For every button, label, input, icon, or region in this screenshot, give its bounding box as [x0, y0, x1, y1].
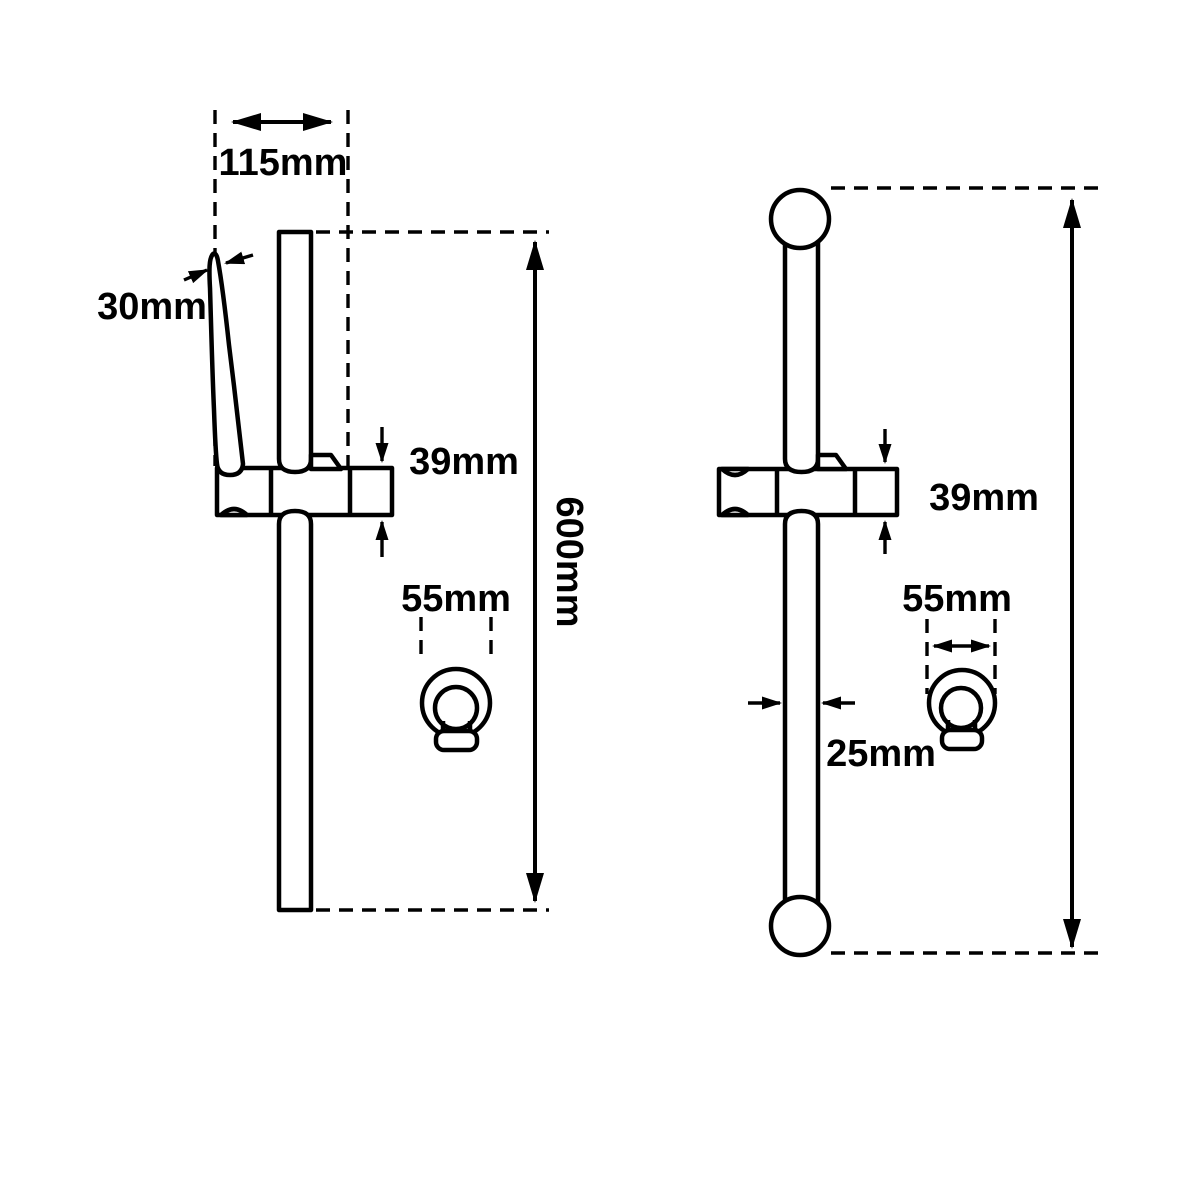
rail-upper-segment-front	[782, 211, 821, 475]
label-slider-height-side: 39mm	[409, 441, 519, 483]
label-hook-thickness: 30mm	[97, 286, 207, 328]
holder-grip-bump	[218, 506, 250, 518]
dimension-arrow-30-right	[224, 251, 254, 265]
wall-bracket-icon-front	[926, 667, 998, 752]
clamp-lever-front	[815, 452, 849, 472]
label-slider-height-front: 39mm	[929, 477, 1039, 519]
slider-holder-block-front	[716, 466, 900, 518]
bracket-base-front	[939, 727, 985, 752]
dimension-arrow-30-left	[183, 268, 209, 284]
bracket-base	[433, 728, 480, 753]
handset-hook	[207, 251, 246, 478]
rail-lower-segment-front	[782, 508, 821, 906]
rail-lower-segment	[276, 508, 314, 913]
side-view: 115mm 30mm 39mm 600mm 55mm	[97, 110, 590, 913]
label-rail-diameter: 25mm	[826, 733, 936, 775]
front-view: 39mm 55mm 25mm	[716, 186, 1104, 958]
wall-bracket-icon	[419, 666, 493, 753]
label-bracket-width-front: 55mm	[902, 578, 1012, 620]
rail-bottom-knob	[768, 894, 832, 958]
holder-cradle-bump-bottom	[719, 506, 751, 518]
clamp-lever	[308, 452, 344, 472]
rail-upper-segment	[276, 229, 314, 475]
label-rail-offset: 115mm	[219, 142, 348, 184]
label-rail-length: 600mm	[548, 497, 590, 628]
holder-cradle-bump-top	[719, 466, 751, 478]
rail-top-knob	[768, 187, 832, 251]
label-bracket-width-side: 55mm	[401, 578, 511, 620]
slider-holder-block	[214, 465, 395, 518]
